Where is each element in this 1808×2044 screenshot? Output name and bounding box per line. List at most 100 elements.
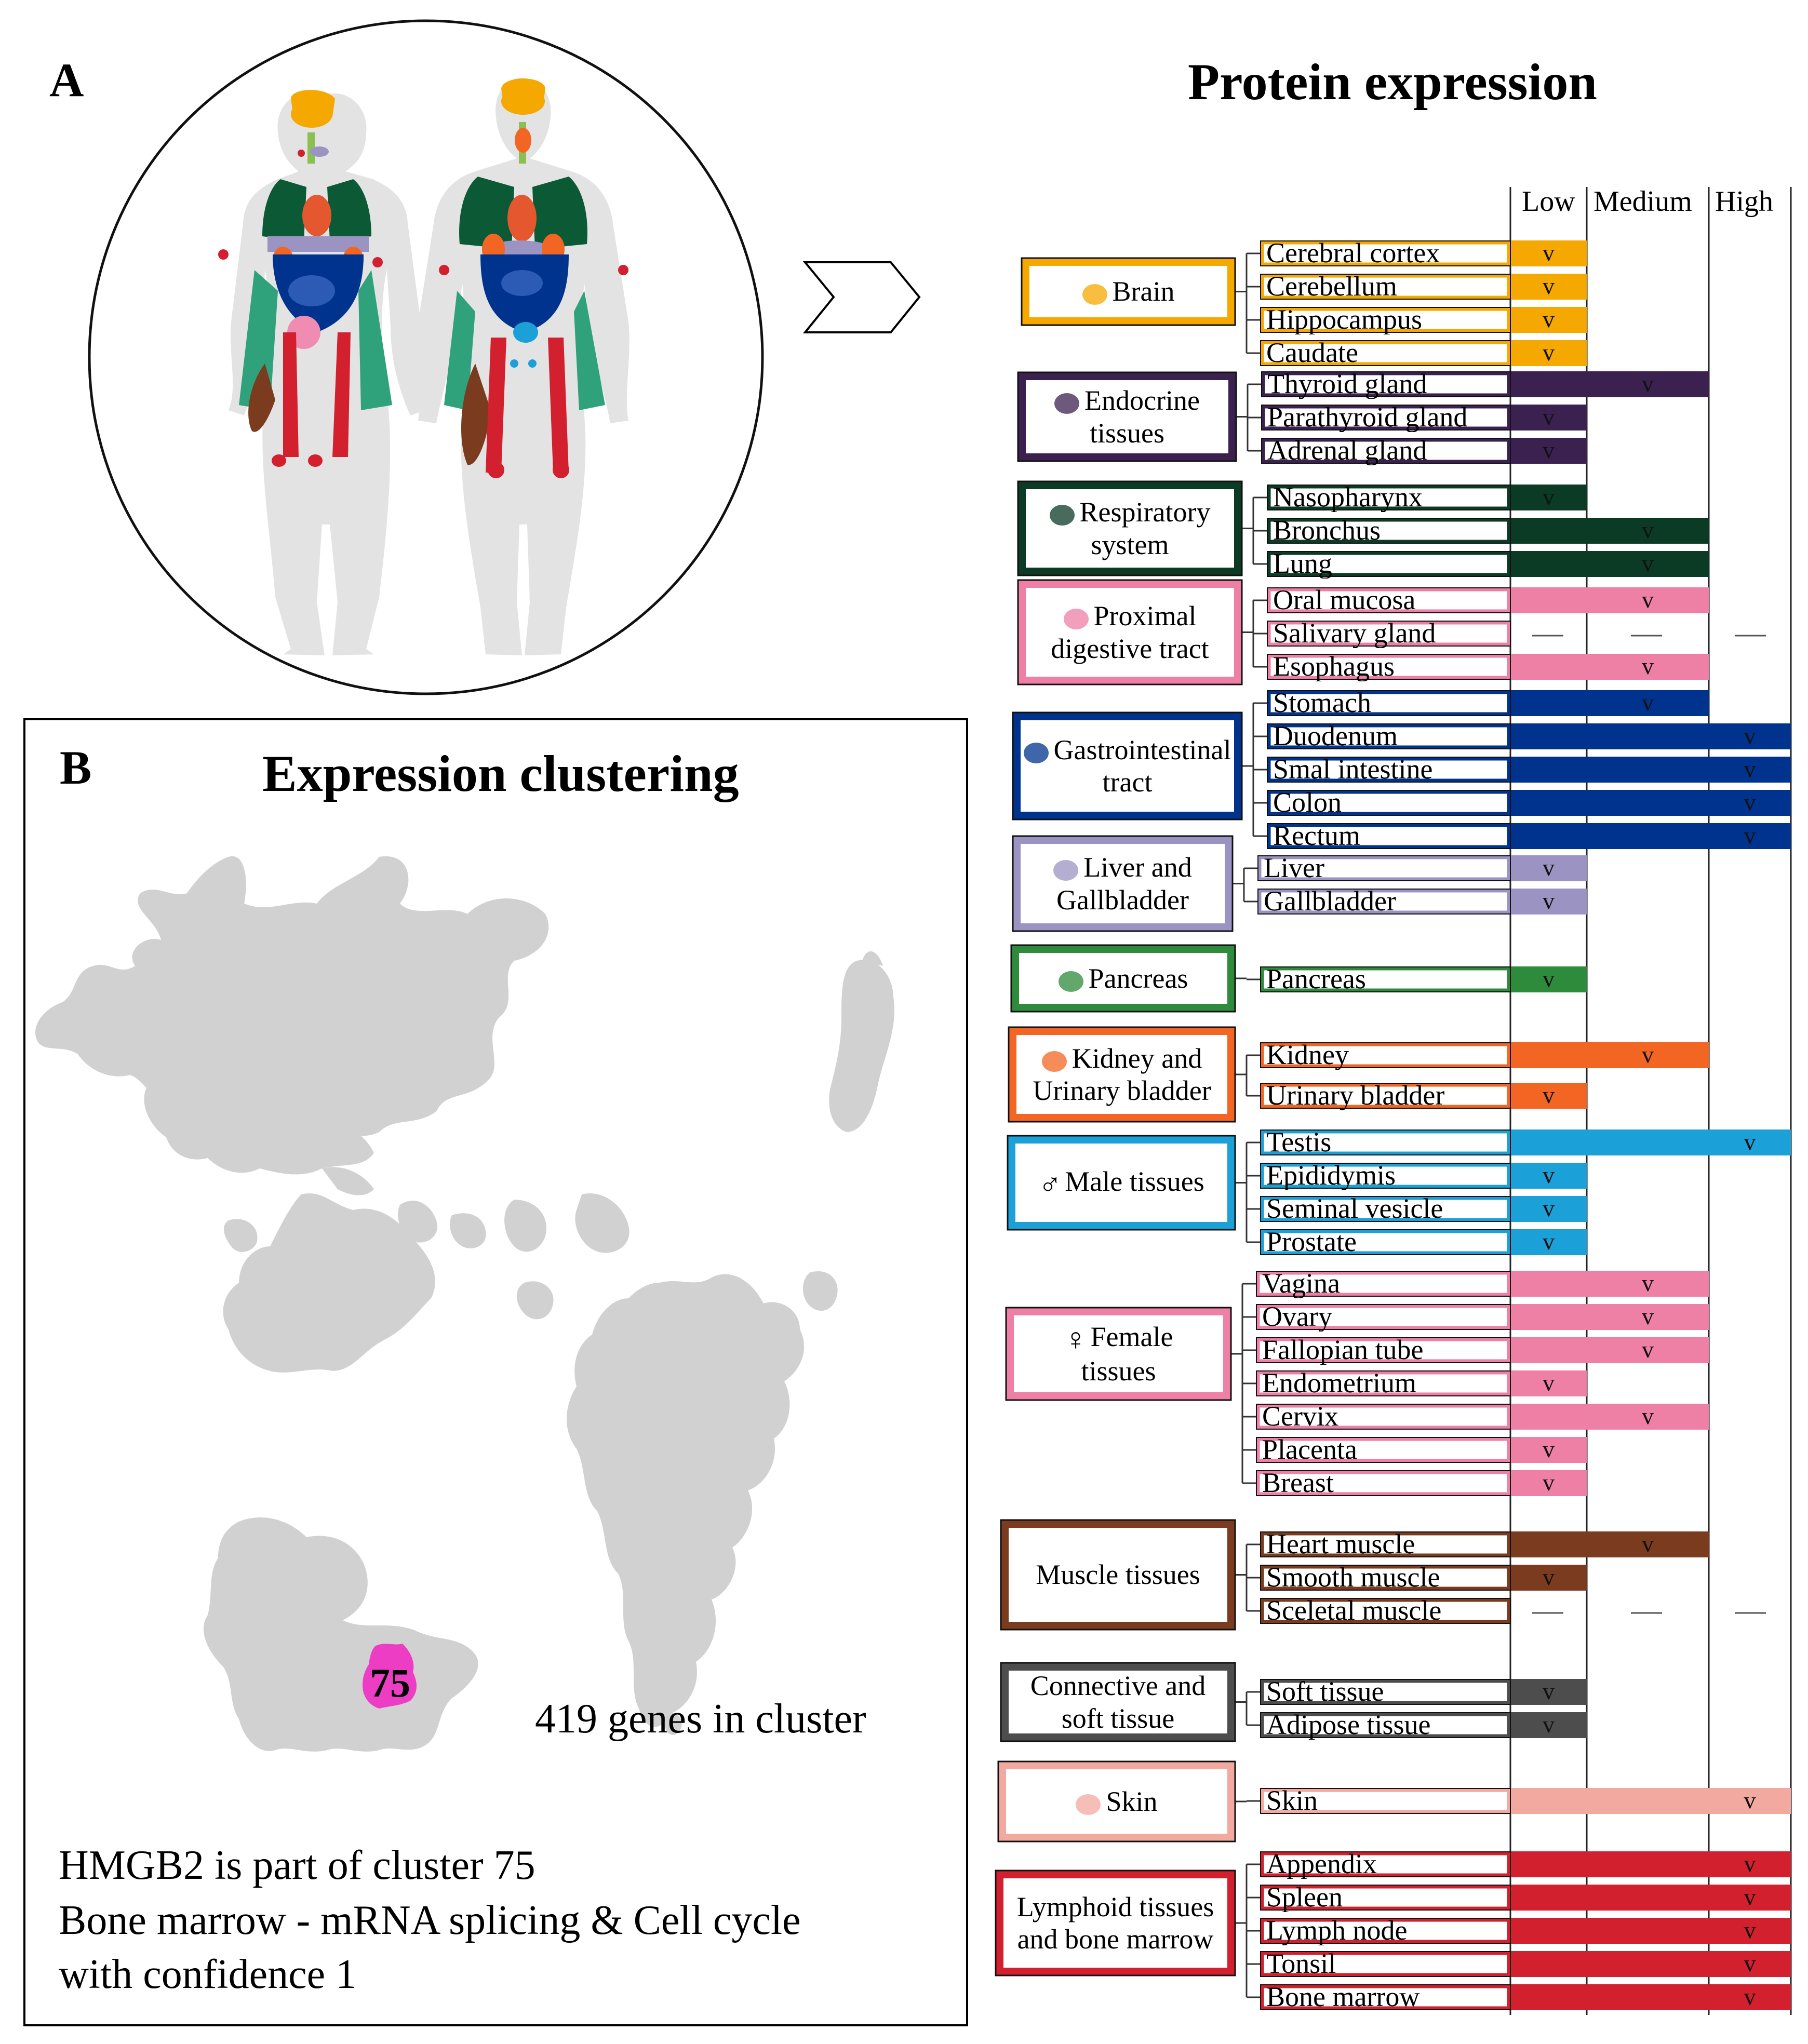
female-body-figure bbox=[218, 90, 426, 655]
expression-bar-medium bbox=[1510, 1404, 1709, 1430]
expression-bar-low bbox=[1510, 1163, 1587, 1189]
expression-mark-high: v bbox=[1744, 1950, 1756, 1976]
tissue-box-outline bbox=[1261, 438, 1511, 464]
expression-bar-low bbox=[1510, 889, 1587, 915]
group-label-line: Skin bbox=[1076, 1785, 1158, 1818]
tissue-box-outline bbox=[1267, 654, 1511, 680]
group-label-text: Endocrine bbox=[1084, 385, 1200, 416]
group-label-line: Brain bbox=[1082, 275, 1175, 307]
expression-mark-high: v bbox=[1744, 756, 1756, 782]
group-box-outline bbox=[1000, 1519, 1236, 1631]
expression-mark-low: v bbox=[1543, 965, 1555, 992]
tissue-box bbox=[1260, 1885, 1511, 1911]
tissue-box bbox=[1267, 823, 1511, 849]
tissue-box-outline bbox=[1260, 1042, 1511, 1068]
expression-bar-low bbox=[1510, 1470, 1587, 1496]
column-header-medium: Medium bbox=[1593, 185, 1692, 218]
tissue-name: Prostate bbox=[1266, 1228, 1357, 1257]
group-label-text: and bone marrow bbox=[1017, 1924, 1214, 1955]
group-box-outline bbox=[997, 1760, 1236, 1843]
tissue-box-outline bbox=[1267, 723, 1511, 749]
expression-bar-medium bbox=[1510, 1531, 1709, 1557]
group-label-muscle: Muscle tissues bbox=[1005, 1524, 1231, 1625]
tissue-box-outline bbox=[1261, 405, 1511, 431]
expression-bar-low bbox=[1510, 1565, 1587, 1591]
group-label-text: Gallbladder bbox=[1056, 884, 1189, 916]
tissue-box-outline bbox=[1260, 274, 1511, 300]
group-label-line: Lymphoid tissues bbox=[1017, 1891, 1214, 1923]
group-label-brain: Brain bbox=[1026, 262, 1231, 321]
tissue-box-outline bbox=[1257, 889, 1511, 915]
tissue-box bbox=[1257, 855, 1511, 881]
tissue-name: Rectum bbox=[1273, 822, 1360, 851]
expression-bar-low bbox=[1510, 307, 1587, 333]
group-box-respiratory bbox=[1019, 482, 1241, 575]
expression-mark-high: v bbox=[1744, 789, 1756, 815]
tissue-name: Fallopian tube bbox=[1262, 1336, 1424, 1365]
tissue-box-outline bbox=[1257, 855, 1511, 881]
expression-bar-medium bbox=[1510, 587, 1709, 613]
group-label-line: Gallbladder bbox=[1056, 884, 1189, 916]
tissue-box-outline bbox=[1260, 1679, 1511, 1705]
expression-clustering-title: Expression clustering bbox=[262, 745, 739, 802]
tissue-box-outline bbox=[1256, 1470, 1511, 1496]
group-box-muscle bbox=[1001, 1521, 1235, 1629]
expression-bar-high bbox=[1510, 823, 1791, 849]
tissue-box-outline bbox=[1260, 966, 1511, 992]
tissue-box bbox=[1256, 1437, 1511, 1463]
group-label-line: Muscle tissues bbox=[1036, 1558, 1200, 1591]
tissue-box-outline bbox=[1260, 1712, 1511, 1738]
group-label-line: ♀Female bbox=[1064, 1321, 1173, 1355]
group-box-outline bbox=[1007, 1135, 1236, 1231]
group-label-text: Brain bbox=[1112, 276, 1175, 307]
expression-bar-high bbox=[1510, 1851, 1791, 1877]
tissue-box bbox=[1267, 757, 1511, 783]
tissue-name: Duodenum bbox=[1273, 722, 1398, 751]
expression-bar-low bbox=[1510, 855, 1587, 881]
group-label-text: Proximal bbox=[1093, 600, 1197, 632]
tissue-box-outline bbox=[1256, 1337, 1511, 1363]
panel-b-label: B bbox=[60, 741, 92, 794]
tissue-name: Hippocampus bbox=[1266, 305, 1422, 334]
tissue-name: Bronchus bbox=[1273, 516, 1381, 545]
tissue-box bbox=[1257, 889, 1511, 915]
group-box-endocrine bbox=[1019, 373, 1236, 461]
tissue-box-outline bbox=[1260, 1984, 1511, 2010]
group-label-line: Gastrointestinal bbox=[1023, 734, 1231, 766]
tissue-box-outline bbox=[1260, 1229, 1511, 1255]
tissue-name: Ovary bbox=[1262, 1302, 1332, 1332]
tissue-name: Testis bbox=[1266, 1128, 1332, 1157]
tissue-box bbox=[1256, 1470, 1511, 1496]
expression-mark-low: v bbox=[1543, 306, 1555, 332]
pancreas-icon bbox=[1058, 971, 1083, 992]
tissue-box bbox=[1267, 551, 1511, 577]
group-label-text: Urinary bladder bbox=[1033, 1075, 1211, 1106]
column-header-high: High bbox=[1715, 185, 1773, 218]
tissue-name: Cerebral cortex bbox=[1266, 239, 1440, 268]
arrow-chevron-icon bbox=[802, 261, 921, 333]
group-label-line: soft tissue bbox=[1062, 1702, 1175, 1734]
tissue-box-outline bbox=[1267, 485, 1511, 510]
tissue-box bbox=[1261, 438, 1511, 464]
tissue-box bbox=[1260, 1918, 1511, 1944]
group-label-text: Kidney and bbox=[1072, 1042, 1202, 1074]
expression-bar-low bbox=[1510, 1437, 1587, 1463]
group-box-skin bbox=[999, 1762, 1235, 1841]
tissue-box bbox=[1260, 1679, 1511, 1705]
tissue-box bbox=[1256, 1404, 1511, 1430]
expression-mark-high: v bbox=[1744, 722, 1756, 749]
expression-bar-medium bbox=[1510, 1304, 1709, 1330]
expression-bar-high bbox=[1510, 790, 1791, 816]
tissue-box bbox=[1260, 1083, 1511, 1109]
tissue-box-outline bbox=[1256, 1304, 1511, 1330]
group-label-text: Female bbox=[1090, 1321, 1173, 1352]
tissue-box bbox=[1260, 1163, 1511, 1189]
tissue-box-outline bbox=[1267, 823, 1511, 849]
expression-bar-low bbox=[1510, 1229, 1587, 1255]
group-label-text: tissues bbox=[1089, 417, 1165, 449]
tissue-box bbox=[1260, 1951, 1511, 1977]
